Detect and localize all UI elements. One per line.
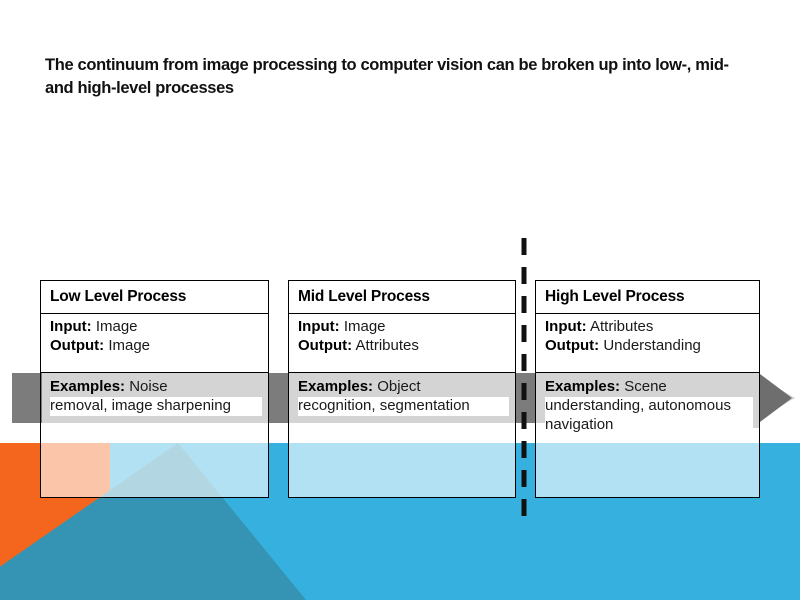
examples-rest-low: removal, image sharpening	[50, 396, 262, 416]
arrow-head-dark-tip	[760, 374, 792, 422]
output-value-low: Image	[108, 336, 151, 354]
examples-first-value-low: Noise	[129, 378, 168, 395]
input-value-high: Attributes	[590, 318, 654, 335]
input-row-high: Input: Attributes	[545, 318, 759, 337]
input-row-low: Input: Image	[50, 318, 268, 337]
examples-first-value-high: Scene	[624, 378, 667, 395]
arrow-tail-dark	[12, 373, 42, 423]
box-header-mid: Mid Level Process	[289, 281, 515, 314]
box-examples-low: Examples: Noise removal, image sharpenin…	[41, 373, 268, 416]
output-label-mid: Output:	[298, 336, 353, 354]
examples-first-value-mid: Object	[377, 378, 421, 395]
input-row-mid: Input: Image	[298, 318, 515, 337]
process-box-low-level[interactable]: Low Level Process Input: Image Output: I…	[40, 280, 269, 498]
box-io-mid: Input: Image Output: Attributes	[289, 314, 515, 373]
white-overlay-box-low	[41, 443, 268, 498]
examples-rest-high: understanding, autonomous navigation	[545, 396, 753, 435]
examples-label-high: Examples:	[545, 378, 621, 395]
box-io-high: Input: Attributes Output: Understanding	[536, 314, 759, 373]
box-header-low: Low Level Process	[41, 281, 268, 314]
teal-triangle	[0, 443, 306, 600]
output-label-low: Output:	[50, 336, 105, 354]
output-row-low: Output: Image	[50, 337, 268, 356]
box-examples-high: Examples: Scene understanding, autonomou…	[536, 373, 759, 435]
box-header-high: High Level Process	[536, 281, 759, 314]
box-io-low: Input: Image Output: Image	[41, 314, 268, 373]
examples-first-line-low: Examples: Noise	[50, 378, 262, 397]
slide-title: The continuum from image processing to c…	[45, 56, 729, 98]
output-row-mid: Output: Attributes	[298, 337, 515, 356]
examples-label-low: Examples:	[50, 378, 126, 395]
process-box-mid-level[interactable]: Mid Level Process Input: Image Output: A…	[288, 280, 516, 498]
output-value-mid: Attributes	[355, 336, 419, 354]
input-label-high: Input:	[545, 318, 587, 335]
white-overlay-box-mid	[289, 443, 515, 498]
input-value-low: Image	[95, 318, 138, 335]
input-value-mid: Image	[343, 318, 386, 335]
examples-rest-mid: recognition, segmentation	[298, 396, 509, 416]
output-label-high: Output:	[545, 336, 600, 354]
arrow-gap-dark-1	[268, 373, 289, 423]
examples-first-line-mid: Examples: Object	[298, 378, 509, 397]
input-label-mid: Input:	[298, 318, 340, 335]
vertical-dashed-divider	[521, 238, 527, 518]
output-row-high: Output: Understanding	[545, 337, 759, 356]
box-examples-mid: Examples: Object recognition, segmentati…	[289, 373, 515, 416]
examples-first-line-high: Examples: Scene	[545, 378, 753, 397]
process-box-high-level[interactable]: High Level Process Input: Attributes Out…	[535, 280, 760, 498]
output-value-high: Understanding	[603, 336, 701, 354]
examples-label-mid: Examples:	[298, 378, 374, 395]
input-label-low: Input:	[50, 318, 92, 335]
white-overlay-box-high	[536, 443, 759, 498]
